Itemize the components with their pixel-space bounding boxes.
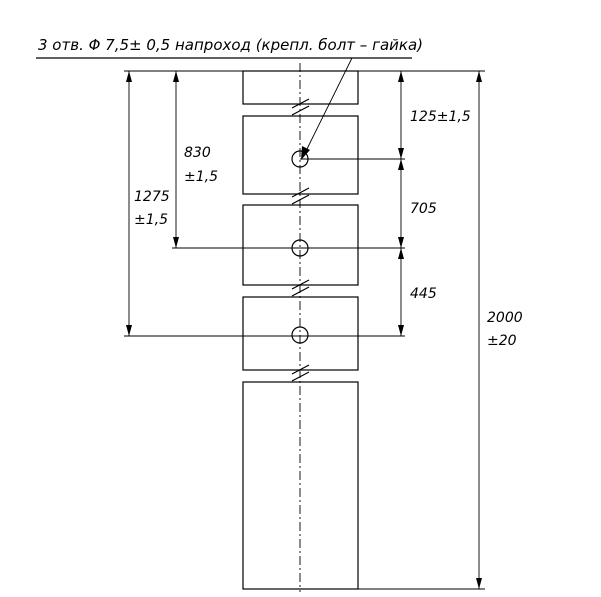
- break-symbol-4: [291, 364, 310, 382]
- profile-segment-5: [242, 381, 359, 590]
- dim-1275-tolerance: ±1,5: [134, 212, 168, 228]
- dim-2000-label: 2000: [487, 310, 523, 326]
- dim-830-line: [173, 71, 179, 248]
- dim-2000-tolerance: ±20: [487, 333, 517, 349]
- break-symbol-2: [291, 187, 310, 205]
- hole-3-icon: [291, 326, 309, 344]
- break-symbol-1: [291, 98, 310, 116]
- profile-segment-3: [242, 204, 359, 286]
- dim-1275-line: [126, 71, 132, 336]
- dim-125-label: 125±1,5: [410, 109, 471, 125]
- dim-830-tolerance: ±1,5: [184, 169, 218, 185]
- note-text: 3 отв. Φ 7,5± 0,5 напроход (крепл. болт …: [38, 36, 423, 54]
- dim-2000-line: [476, 71, 482, 589]
- dim-705-label: 705: [410, 201, 437, 217]
- profile-segment-1: [242, 70, 359, 105]
- profile-segment-4: [242, 296, 359, 371]
- dim-1275-label: 1275: [134, 189, 170, 205]
- note-leader-line: [304, 57, 353, 154]
- dim-right-chain: [398, 71, 404, 336]
- profile-segment-2: [242, 115, 359, 195]
- dim-445-label: 445: [410, 286, 437, 302]
- dim-830-label: 830: [184, 145, 211, 161]
- break-symbol-3: [291, 279, 310, 297]
